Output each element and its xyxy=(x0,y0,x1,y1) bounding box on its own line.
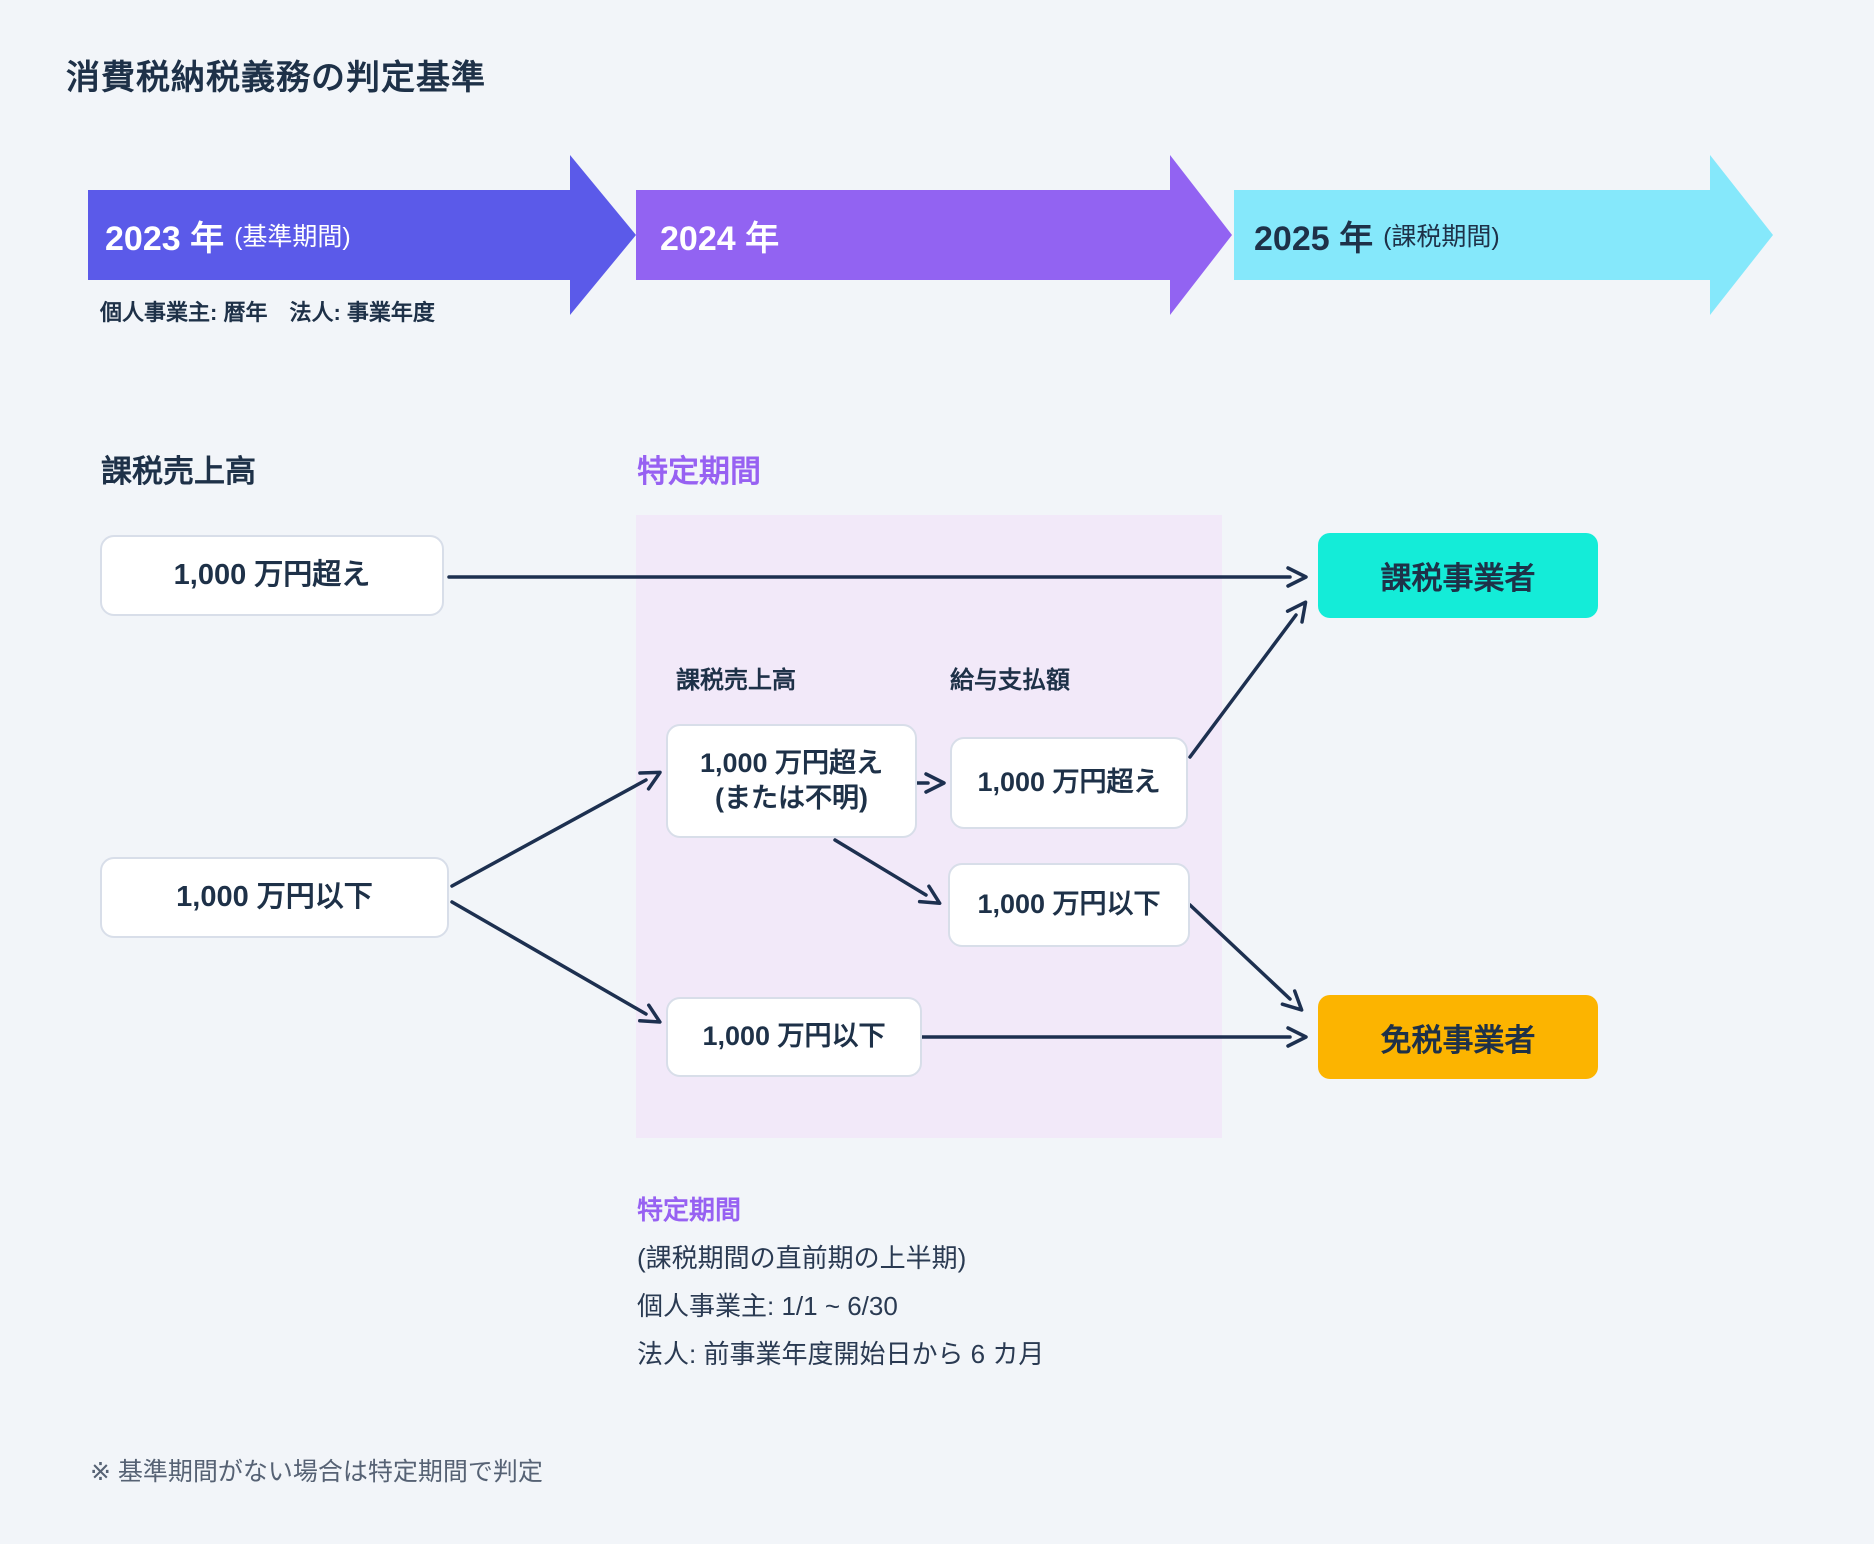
box-label: 1,000 万円以下 xyxy=(977,889,1161,920)
panel-label-taxable-sales: 課税売上高 xyxy=(676,667,796,694)
result-taxable-business: 課税事業者 xyxy=(1318,533,1598,618)
timeline-year-label: 2025 年 xyxy=(1254,219,1374,258)
result-label: 課税事業者 xyxy=(1380,561,1536,596)
box-salary-over-10m: 1,000 万円超え xyxy=(950,737,1188,829)
legend-heading-specified-period: 特定期間 xyxy=(637,1195,742,1225)
footnote: ※ 基準期間がない場合は特定期間で判定 xyxy=(90,1458,543,1486)
page-title: 消費税納税義務の判定基準 xyxy=(66,59,486,97)
section-heading-specified-period: 特定期間 xyxy=(637,454,761,489)
box-label: 1,000 万円超え xyxy=(173,558,371,591)
timeline-year-suffix: (基準期間) xyxy=(234,223,351,251)
legend-line: 法人: 前事業年度開始日から 6 カ月 xyxy=(637,1339,1045,1369)
timeline-arrow-2023: 2023 年 (基準期間) xyxy=(88,190,587,280)
box-label-line2: (または不明) xyxy=(715,783,868,813)
timeline-arrow-2025: 2025 年 (課税期間) xyxy=(1234,190,1730,280)
timeline-year-label: 2024 年 xyxy=(660,219,780,258)
box-salary-under-10m: 1,000 万円以下 xyxy=(948,863,1190,947)
timeline-note: 個人事業主: 暦年 法人: 事業年度 xyxy=(100,300,435,325)
timeline-arrowhead-2023 xyxy=(570,155,636,315)
legend-line: 個人事業主: 1/1 ~ 6/30 xyxy=(637,1291,898,1321)
timeline-year-suffix: (課税期間) xyxy=(1383,223,1500,251)
box-label: 1,000 万円超え xyxy=(977,767,1161,798)
legend-line: (課税期間の直前期の上半期) xyxy=(637,1243,967,1273)
connector-under-to-over-or-unknown xyxy=(450,770,662,888)
timeline-year-label: 2023 年 xyxy=(105,219,225,258)
box-label: 1,000 万円以下 xyxy=(176,880,373,913)
connector-under-to-panel-under xyxy=(450,900,662,1024)
timeline-arrowhead-2024 xyxy=(1170,155,1232,315)
box-sales-under-10m: 1,000 万円以下 xyxy=(100,857,449,938)
box-panel-sales-over-or-unknown: 1,000 万円超え (または不明) xyxy=(666,724,917,838)
box-sales-over-10m: 1,000 万円超え xyxy=(100,535,444,616)
timeline-arrowhead-2025 xyxy=(1710,155,1773,315)
section-heading-taxable-sales: 課税売上高 xyxy=(101,454,256,489)
result-exempt-business: 免税事業者 xyxy=(1318,995,1598,1079)
box-label: 1,000 万円以下 xyxy=(702,1021,886,1052)
box-panel-sales-under-10m: 1,000 万円以下 xyxy=(666,997,922,1077)
panel-label-salary-paid: 給与支払額 xyxy=(950,667,1070,694)
timeline-arrow-2024: 2024 年 xyxy=(636,190,1194,280)
box-label-line1: 1,000 万円超え xyxy=(699,747,884,778)
result-label: 免税事業者 xyxy=(1380,1022,1536,1058)
